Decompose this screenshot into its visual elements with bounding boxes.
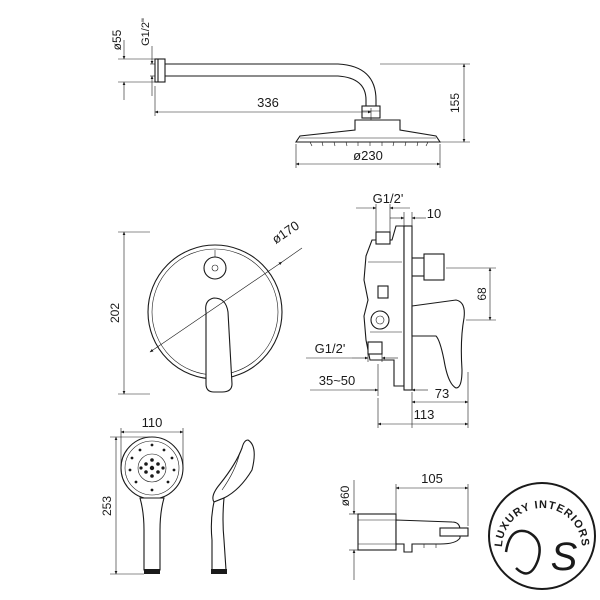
mixer-front-view: ø170 202 [108, 218, 303, 395]
dim-plate-diameter: ø170 [269, 218, 302, 247]
dim-top-thread: G1/2' [373, 191, 404, 206]
hand-shower-front-view: 110 253 [100, 415, 184, 575]
hand-shower-nozzles [128, 443, 176, 492]
dim-spout-diameter: ø60 [338, 485, 352, 506]
dim-head-diameter: ø230 [353, 148, 383, 163]
dim-mixer-height: 202 [108, 303, 122, 323]
diverter-knob [203, 256, 227, 280]
mixer-lever [205, 297, 233, 393]
luxury-interiors-logo: LUXURY INTERIORS S [488, 482, 596, 590]
dim-wall-depth: 35~50 [319, 373, 356, 388]
dim-bottom-thread: G1/2' [315, 341, 346, 356]
spout-outlet [439, 527, 469, 537]
hand-shower-side-view [210, 439, 255, 574]
valve-body [363, 225, 405, 387]
dim-arm-thread: G1/2" [140, 18, 152, 46]
dim-spout-length: 105 [421, 471, 443, 486]
dim-drop-height: 155 [448, 93, 462, 113]
dim-top-offset: 10 [427, 206, 441, 221]
dim-arm-diameter: ø55 [110, 29, 124, 50]
dim-hand-length: 253 [100, 496, 114, 516]
dim-lever-height: 68 [475, 287, 489, 301]
hand-shower-handle [139, 497, 165, 571]
spout-view: ø60 105 [338, 471, 469, 580]
mixer-side-view: G1/2' 10 68 G1/2' 35~50 73 113 [306, 191, 496, 428]
shower-arm [165, 63, 377, 108]
valve-port [370, 310, 390, 330]
dim-lever-reach: 73 [435, 386, 449, 401]
side-lever [411, 299, 465, 389]
wall-flange [154, 58, 166, 83]
logo-swirl-icon [504, 529, 541, 575]
bottom-inlet [367, 341, 383, 355]
spout-wall-plate [357, 513, 397, 551]
shower-head-disc [294, 119, 442, 143]
hand-shower-side-hose-nut [211, 569, 227, 574]
logo-letter: S [551, 535, 578, 579]
dim-hand-width: 110 [142, 415, 163, 430]
hand-shower-hose-nut [144, 569, 160, 574]
side-cover-plate [403, 225, 413, 391]
dim-total-depth: 113 [414, 407, 435, 422]
shower-head-view: ø55 G1/2" 336 155 ø230 [110, 18, 470, 168]
hand-shower-side-handle [210, 497, 227, 571]
top-inlet [375, 231, 391, 245]
shower-head-nozzles [309, 141, 429, 147]
side-diverter-knob [423, 253, 445, 281]
dim-arm-length: 336 [257, 95, 279, 110]
